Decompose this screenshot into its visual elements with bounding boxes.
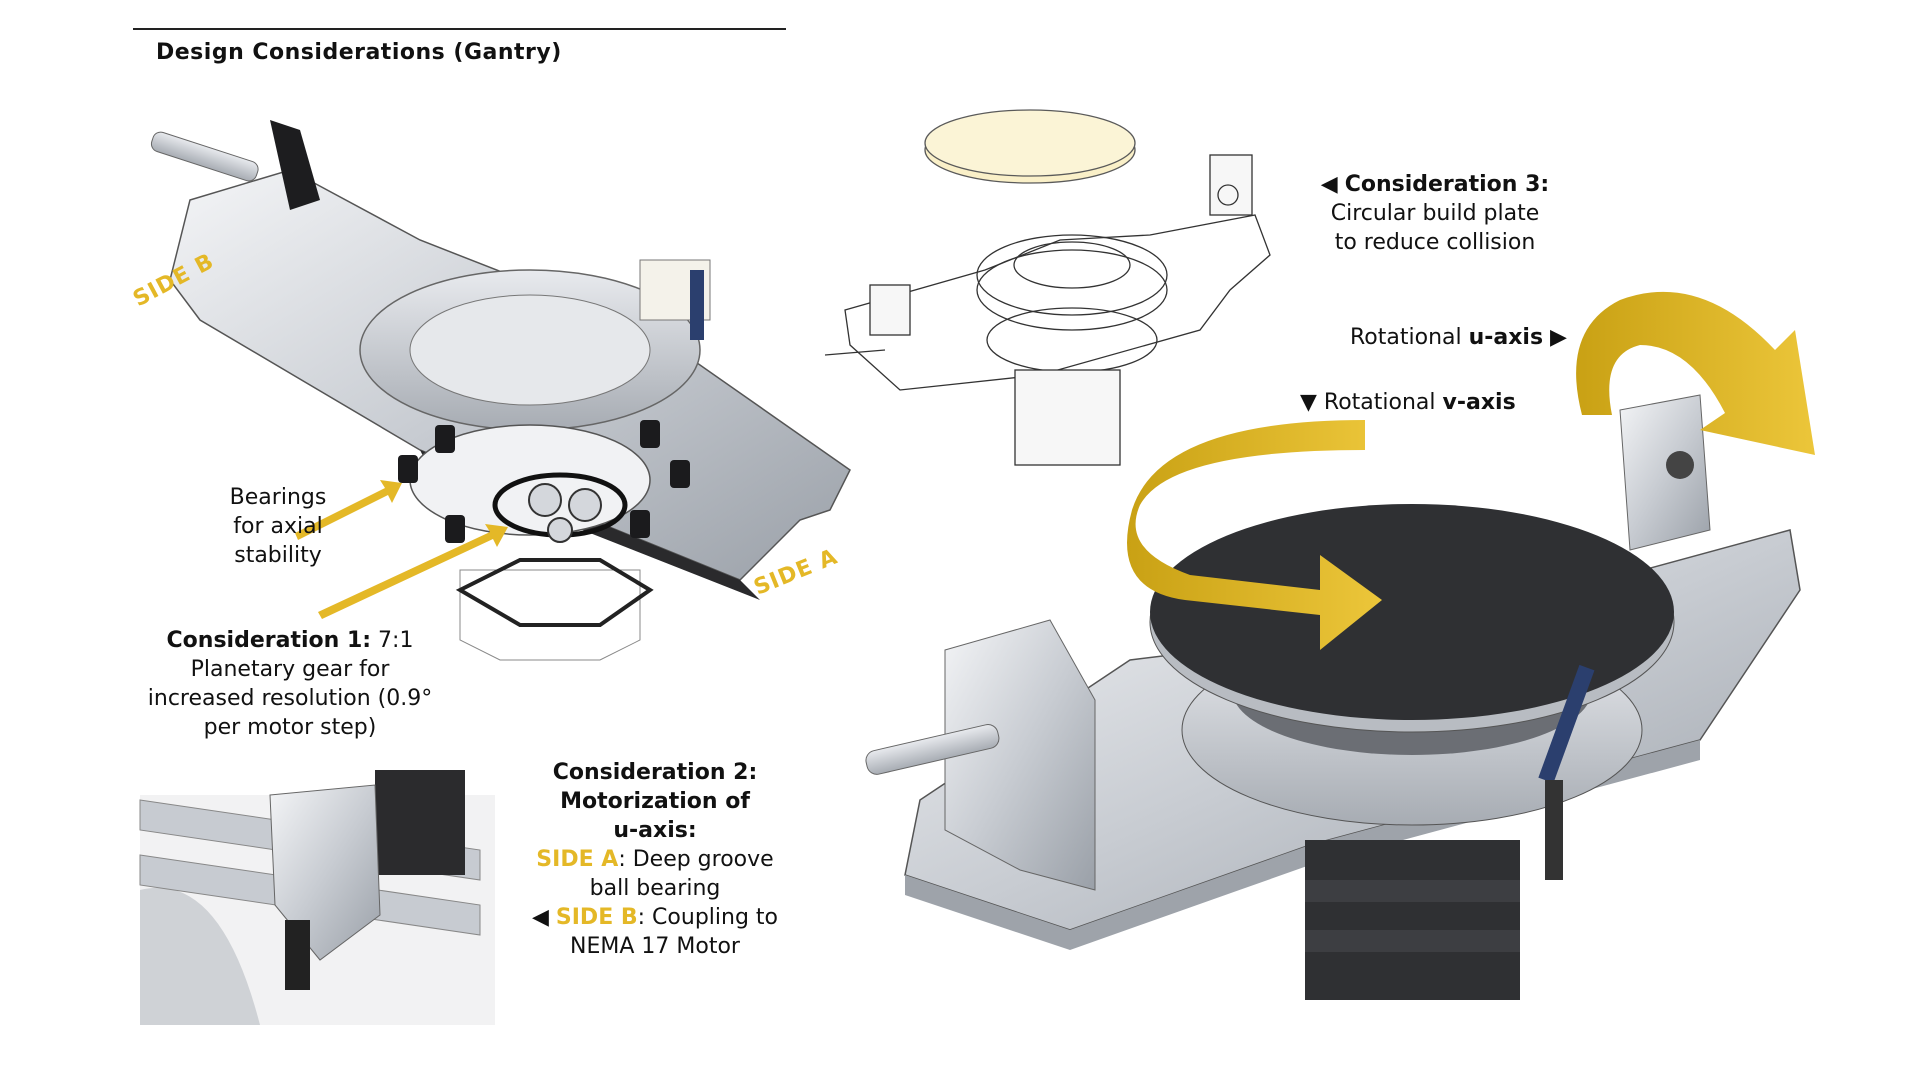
u-axis-rotation-arrow — [1576, 291, 1815, 455]
bearings-line-1: Bearings — [229, 485, 327, 510]
consideration-1-head: Consideration 1: — [166, 628, 372, 653]
consideration-3-head-line: ◀ Consideration 3: — [1300, 170, 1570, 199]
header-rule — [133, 28, 786, 30]
motor-inset-illustration — [139, 770, 495, 1025]
consideration-2-side-b-text: : Coupling to — [637, 905, 779, 930]
v-axis-arrow: ▼ — [1300, 390, 1324, 415]
left-gantry-illustration — [150, 120, 851, 661]
consideration-1-ratio: 7:1 — [371, 628, 414, 653]
consideration-1-line-2: increased resolution (0.9° — [147, 686, 433, 711]
consideration-3-line-2: to reduce collision — [1334, 230, 1536, 255]
consideration-1-label: Consideration 1: 7:1 Planetary gear for … — [100, 626, 480, 742]
v-axis-pre: Rotational — [1323, 390, 1443, 415]
page-title: Design Considerations (Gantry) — [156, 40, 562, 65]
consideration-3-label: ◀ Consideration 3: Circular build plate … — [1300, 170, 1570, 257]
bearings-label: Bearings for axial stability — [168, 483, 388, 570]
consideration-2-line-3: u-axis: — [613, 818, 697, 843]
consideration-1-line-1: Planetary gear for — [190, 657, 390, 682]
v-axis-rotation-arrow — [1127, 420, 1382, 650]
bearings-line-2: for axial — [233, 514, 323, 539]
consideration-2-arrow: ◀ — [531, 905, 556, 930]
consideration-3-line-1: Circular build plate — [1330, 201, 1540, 226]
v-axis-bold: v-axis — [1442, 390, 1516, 415]
consideration-2-side-b: SIDE B — [555, 905, 638, 930]
right-gantry-illustration — [865, 394, 1801, 1000]
u-axis-label: Rotational u-axis ▶ — [1350, 323, 1640, 352]
bearings-line-3: stability — [234, 543, 322, 568]
planetary-gear-arrow — [318, 524, 508, 619]
bearing-arrow — [295, 480, 402, 540]
consideration-2-side-a-text: : Deep groove — [618, 847, 774, 872]
consideration-2-side-a-line: SIDE A: Deep groove — [505, 845, 805, 874]
consideration-2-label: Consideration 2: Motorization of u-axis:… — [505, 758, 805, 961]
u-axis-bold: u-axis — [1468, 325, 1544, 350]
consideration-1-head-line: Consideration 1: 7:1 — [100, 626, 480, 655]
v-axis-label: ▼ Rotational v-axis — [1300, 388, 1600, 417]
u-axis-arrow: ▶ — [1543, 325, 1567, 350]
u-axis-pre: Rotational — [1350, 325, 1469, 350]
consideration-2-line-1: Consideration 2: — [552, 760, 758, 785]
consideration-3-head: Consideration 3: — [1344, 172, 1550, 197]
consideration-2-side-b-text2: NEMA 17 Motor — [570, 934, 740, 959]
consideration-1-line-3: per motor step) — [203, 715, 377, 740]
consideration-2-side-a-text2: ball bearing — [589, 876, 721, 901]
exploded-wireframe-illustration — [824, 109, 1271, 466]
consideration-2-side-b-line: ◀ SIDE B: Coupling to — [505, 903, 805, 932]
consideration-3-arrow: ◀ — [1320, 172, 1345, 197]
consideration-2-line-2: Motorization of — [560, 789, 750, 814]
consideration-2-side-a: SIDE A — [536, 847, 619, 872]
